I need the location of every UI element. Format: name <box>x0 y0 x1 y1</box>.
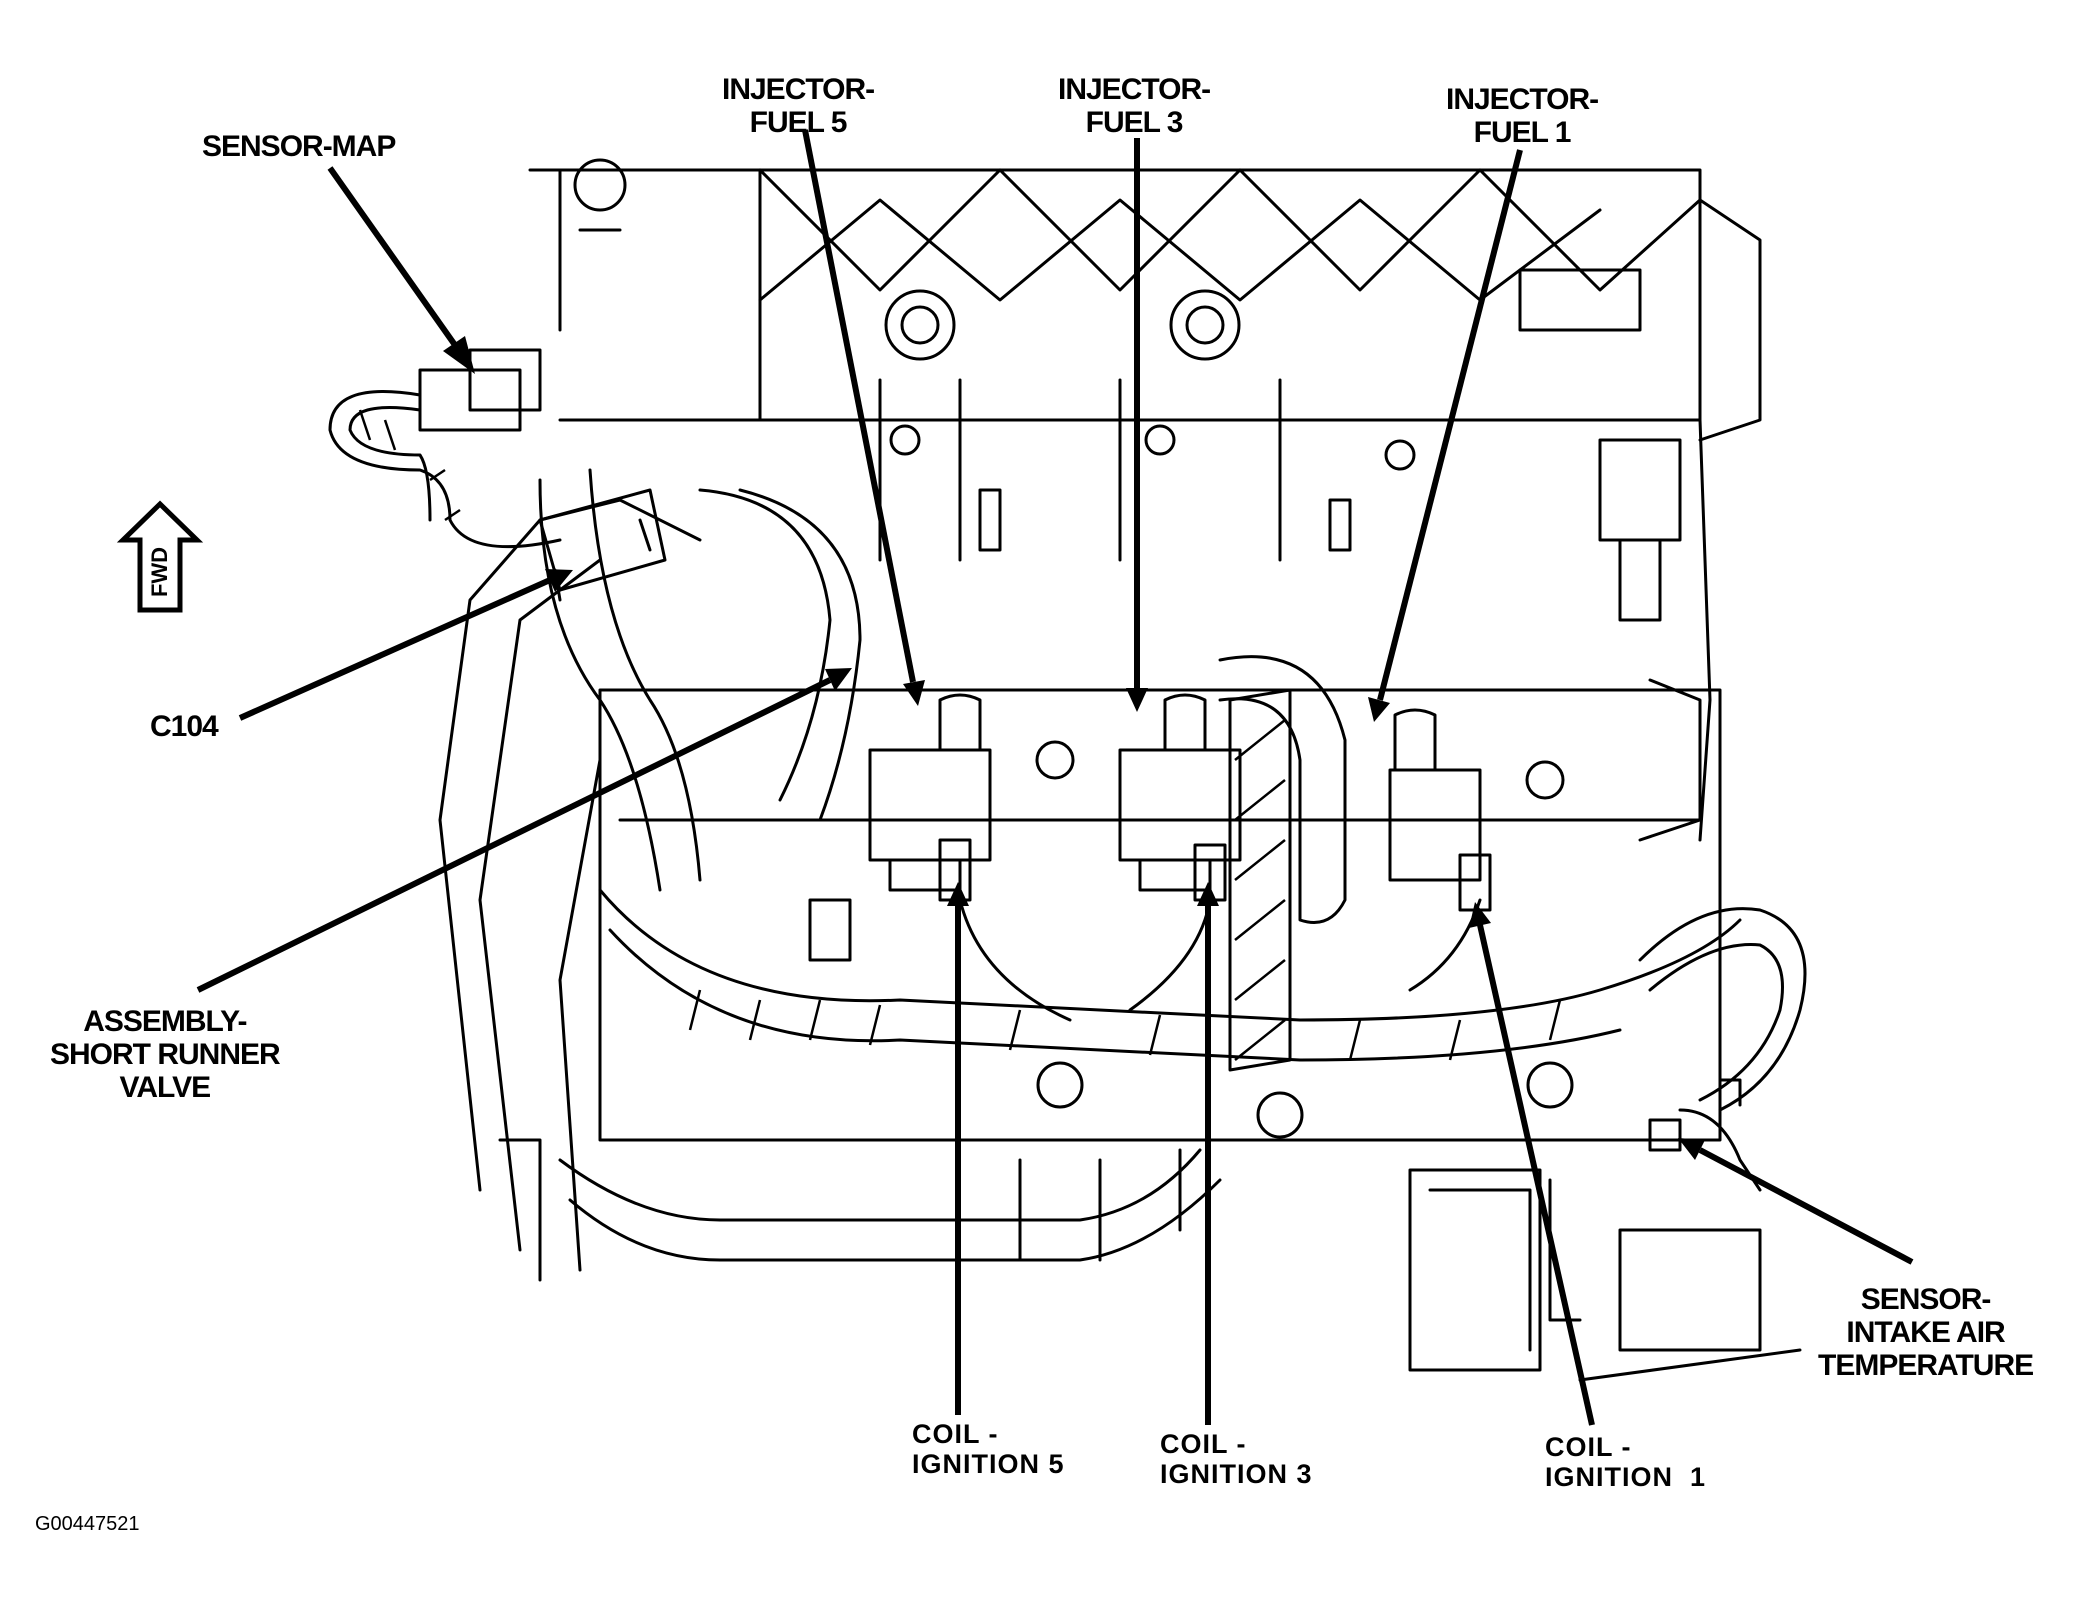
leader-injector-fuel-3 <box>1126 138 1148 712</box>
fwd-arrow: FWD <box>116 500 204 613</box>
leader-sensor-map <box>327 166 475 374</box>
label-coil-ignition-1: COIL - IGNITION 1 <box>1545 1432 1707 1492</box>
intake-air-sensor-body <box>1648 1078 1762 1192</box>
leader-coil-ignition-3 <box>1197 882 1219 1425</box>
map-sensor-harness <box>328 348 562 549</box>
leader-sensor-intake-air-temperature <box>1678 1138 1914 1265</box>
heat-shield <box>1228 688 1292 1072</box>
label-injector-fuel-5: INJECTOR- FUEL 5 <box>722 73 875 139</box>
leader-injector-fuel-1 <box>1368 149 1523 722</box>
engine-right-block <box>1518 198 1762 842</box>
coil-pack-5 <box>868 693 992 902</box>
coil-pack-3 <box>1118 693 1242 902</box>
label-injector-fuel-1: INJECTOR- FUEL 1 <box>1446 83 1599 149</box>
leader-lines <box>196 129 1914 1426</box>
label-injector-fuel-3: INJECTOR- FUEL 3 <box>1058 73 1211 139</box>
label-c104: C104 <box>150 710 219 743</box>
leader-coil-ignition-5 <box>947 882 969 1415</box>
fwd-text: FWD <box>147 547 172 597</box>
vacuum-hose <box>1218 655 1347 924</box>
figure-code: G00447521 <box>35 1513 140 1535</box>
lower-right-bracket <box>1408 1168 1802 1382</box>
leader-c104 <box>238 569 573 721</box>
lower-intake-manifold <box>598 688 1722 1142</box>
label-sensor-intake-air-temperature: SENSOR- INTAKE AIR TEMPERATURE <box>1818 1283 2034 1382</box>
label-coil-ignition-5: COIL - IGNITION 5 <box>912 1419 1065 1479</box>
leader-coil-ignition-1 <box>1469 902 1595 1426</box>
wiring-harness <box>538 468 1807 1262</box>
leader-injector-fuel-5 <box>802 129 925 706</box>
intake-manifold-upper <box>758 168 1702 562</box>
coil-pack-1 <box>1388 708 1492 912</box>
label-coil-ignition-3: COIL - IGNITION 3 <box>1160 1429 1313 1489</box>
label-assembly-short-runner-valve: ASSEMBLY- SHORT RUNNER VALVE <box>50 1005 281 1104</box>
label-sensor-map: SENSOR-MAP <box>202 130 396 163</box>
leader-assembly-short-runner-valve <box>196 668 852 993</box>
